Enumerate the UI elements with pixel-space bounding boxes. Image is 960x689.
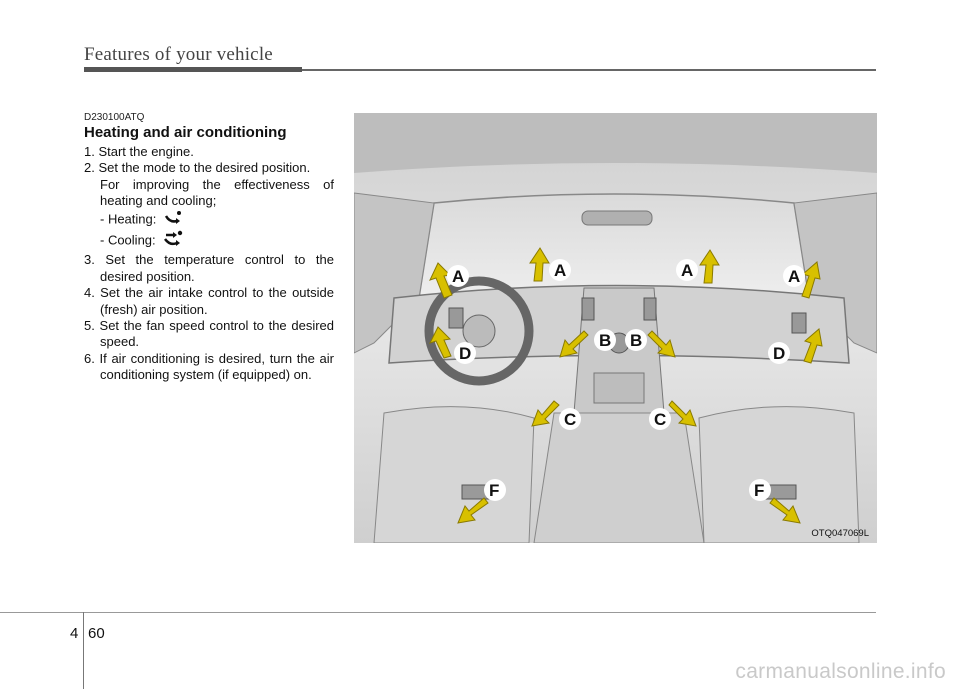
vent-arrow-a3 bbox=[699, 249, 720, 284]
cooling-line: - Cooling: bbox=[84, 230, 334, 252]
svg-text:C: C bbox=[654, 410, 666, 429]
vent-arrow-f1 bbox=[457, 497, 489, 524]
vent-label-d2: D bbox=[768, 342, 790, 364]
vent-label-a1: A bbox=[447, 265, 469, 287]
footer-divider bbox=[83, 612, 84, 689]
svg-text:A: A bbox=[452, 267, 464, 286]
vent-arrow-c2 bbox=[668, 400, 697, 427]
vent-arrow-b2 bbox=[647, 330, 676, 358]
vent-arrow-d1 bbox=[429, 326, 452, 359]
svg-text:D: D bbox=[773, 344, 785, 363]
face-floor-mode-icon bbox=[163, 230, 185, 252]
header-title: Features of your vehicle bbox=[84, 44, 273, 65]
vent-label-b2: B bbox=[625, 329, 647, 351]
vent-label-a4: A bbox=[783, 265, 805, 287]
heating-line: - Heating: bbox=[84, 210, 334, 230]
svg-text:B: B bbox=[599, 331, 611, 350]
vent-label-c1: C bbox=[559, 408, 581, 430]
cooling-label: - Cooling: bbox=[100, 232, 156, 248]
watermark: carmanualsonline.info bbox=[735, 660, 946, 683]
vent-label-a2: A bbox=[549, 259, 571, 281]
vent-label-a3: A bbox=[676, 259, 698, 281]
section-code: D230100ATQ bbox=[84, 112, 145, 123]
svg-text:A: A bbox=[554, 261, 566, 280]
svg-text:B: B bbox=[630, 331, 642, 350]
svg-text:A: A bbox=[681, 261, 693, 280]
step-5: 5. Set the fan speed control to the desi… bbox=[84, 318, 334, 350]
section-title: Heating and air conditioning bbox=[84, 124, 287, 141]
figure-code: OTQ047069L bbox=[811, 528, 869, 539]
vent-arrow-a1 bbox=[429, 262, 453, 299]
vent-arrow-f2 bbox=[769, 497, 801, 524]
svg-text:F: F bbox=[754, 481, 764, 500]
vent-arrow-a2 bbox=[529, 247, 550, 282]
vent-label-f1: F bbox=[484, 479, 506, 501]
svg-text:F: F bbox=[489, 481, 499, 500]
vent-label-f2: F bbox=[749, 479, 771, 501]
svg-text:D: D bbox=[459, 344, 471, 363]
dashboard-illustration: A A A A D D B B C C F F bbox=[354, 113, 877, 543]
vent-arrow-a4 bbox=[801, 261, 821, 299]
page-number: 60 bbox=[88, 625, 105, 642]
svg-text:A: A bbox=[788, 267, 800, 286]
step-4: 4. Set the air intake control to the out… bbox=[84, 285, 334, 317]
step-1: 1. Start the engine. bbox=[84, 144, 194, 159]
footer-rule bbox=[0, 612, 876, 613]
floor-mode-icon bbox=[164, 210, 184, 230]
vent-label-d1: D bbox=[454, 342, 476, 364]
vent-arrow-d2 bbox=[803, 328, 823, 364]
chapter-number: 4 bbox=[70, 625, 79, 642]
step-6: 6. If air conditioning is desired, turn … bbox=[84, 350, 334, 383]
step-2: 2. Set the mode to the desired position. bbox=[84, 160, 311, 176]
vent-arrow-b1 bbox=[559, 330, 589, 358]
step-3: 3. Set the temperature control to the de… bbox=[84, 252, 334, 284]
header-rule bbox=[84, 67, 302, 72]
svg-text:C: C bbox=[564, 410, 576, 429]
steps-list: 1. Start the engine. 2. Set the mode to … bbox=[84, 144, 334, 384]
vent-arrow-c1 bbox=[531, 400, 560, 427]
header-rule-thin bbox=[302, 69, 876, 71]
heating-label: - Heating: bbox=[100, 211, 157, 227]
dashboard-vent-diagram: A A A A D D B B C C F F OTQ047069L bbox=[354, 113, 877, 543]
step-2-note: For improving the effectiveness of heati… bbox=[100, 176, 334, 209]
vent-label-b1: B bbox=[594, 329, 616, 351]
vent-label-c2: C bbox=[649, 408, 671, 430]
